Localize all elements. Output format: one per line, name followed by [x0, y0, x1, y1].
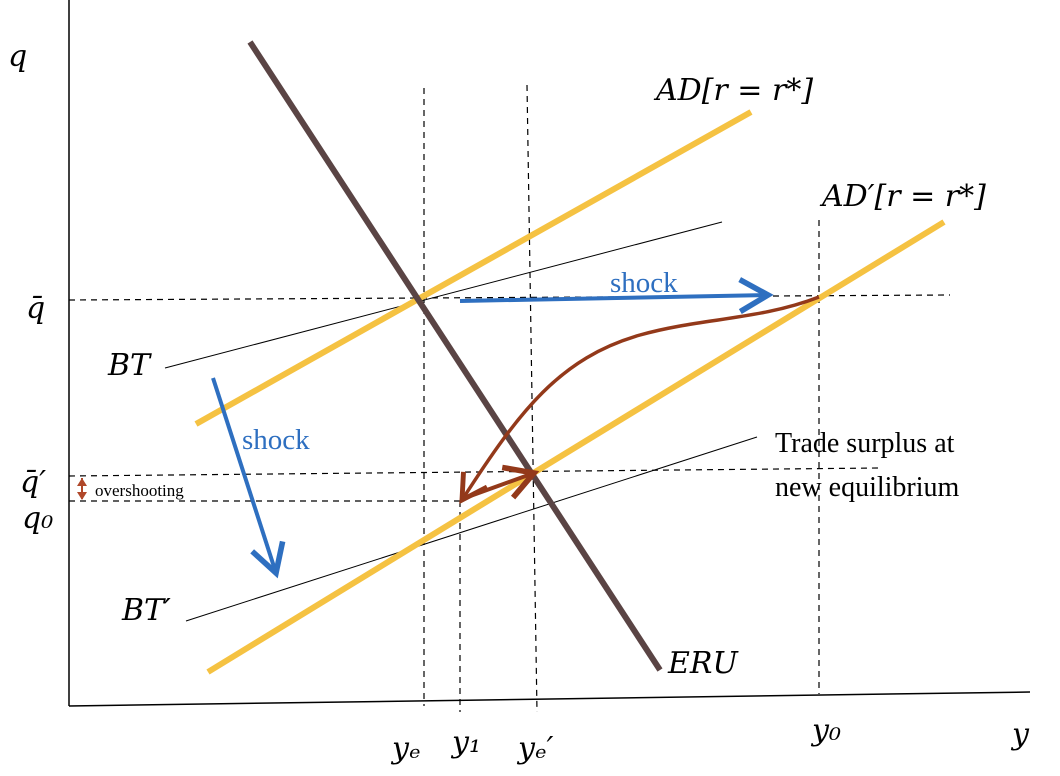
label-trade-surplus-2: new equilibrium: [775, 472, 960, 503]
tick-y1: y₁: [450, 725, 481, 760]
tick-ye-prime: yₑ′: [516, 731, 554, 766]
label-shock-vertical: shock: [242, 424, 310, 456]
shock-arrow-horizontal: [459, 277, 774, 314]
tick-y0: y₀: [810, 713, 841, 748]
label-ad: AD[r = r*]: [653, 73, 813, 108]
ad-prime-curve: [206, 219, 946, 675]
tick-q-bar: q̄: [26, 291, 45, 326]
eru-curve: [247, 40, 663, 672]
label-trade-surplus-1: Trade surplus at: [775, 428, 955, 459]
label-bt: BT: [107, 348, 152, 383]
shock-arrow-vertical: [211, 377, 286, 579]
ad-curve: [194, 109, 753, 427]
label-ad-prime: AD′[r = r*]: [819, 179, 986, 214]
x-axis: [68, 691, 1031, 707]
x-axis-label: y: [1010, 717, 1030, 752]
tick-q-bar-prime: q̄′: [20, 465, 46, 500]
label-overshooting: overshooting: [95, 481, 184, 500]
overshooting-indicator: [77, 478, 87, 500]
tick-q0: q₀: [22, 501, 53, 536]
label-bt-prime: BT′: [121, 593, 171, 628]
y-axis-label: q: [8, 39, 27, 74]
label-eru: ERU: [667, 646, 739, 681]
axes: [68, 0, 1031, 707]
tick-ye: yₑ: [390, 731, 421, 766]
adjustment-arrow-to-equilibrium: [461, 464, 540, 501]
bt-prime-line: [185, 436, 758, 622]
label-shock-horizontal: shock: [610, 267, 678, 299]
dashed-guides: [68, 84, 951, 713]
bt-line: [164, 221, 723, 369]
adjustment-path: [459, 295, 820, 505]
